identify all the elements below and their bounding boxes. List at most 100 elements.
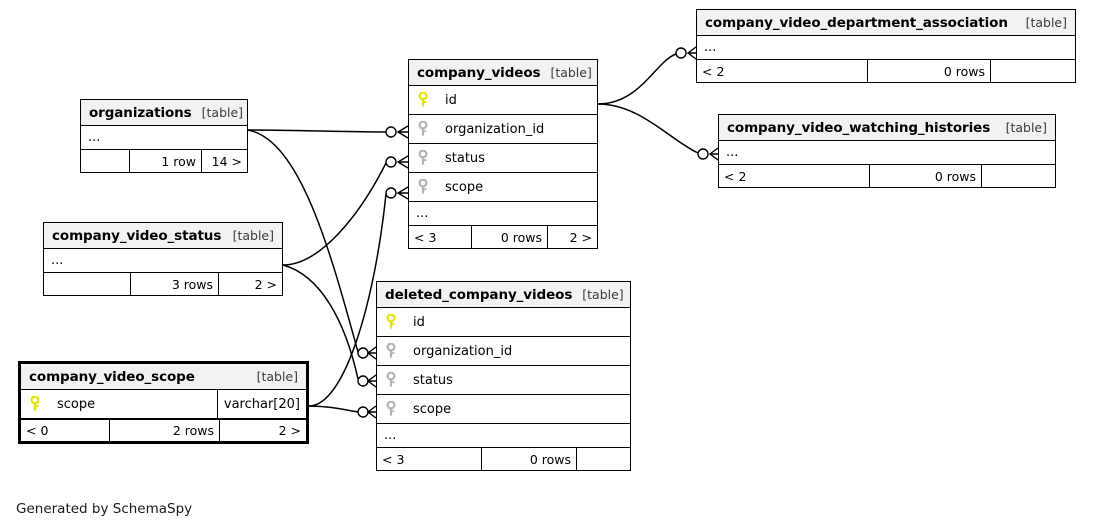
- primary-key-icon: [409, 92, 437, 108]
- table-ellipsis-row: ...: [377, 424, 630, 448]
- table-footer: < 3 0 rows: [377, 448, 630, 470]
- table-footer: 3 rows 2 >: [44, 273, 282, 295]
- table-title: deleted_company_videos: [385, 286, 573, 303]
- column-name: scope: [57, 396, 96, 412]
- column-row-id[interactable]: id: [377, 308, 630, 337]
- table-company_videos[interactable]: company_videos [table] id organization_i…: [408, 59, 598, 249]
- column-name: id: [413, 314, 425, 330]
- footer-parents: < 0: [26, 423, 49, 438]
- table-company_video_scope[interactable]: company_video_scope [table] scope varcha…: [18, 361, 309, 444]
- column-name: scope: [413, 401, 452, 417]
- edge-circle-cv-status: [385, 156, 397, 168]
- table-ellipsis-row: ...: [81, 126, 247, 150]
- edge-circle-watching-hist: [697, 148, 709, 160]
- table-title: company_videos: [417, 64, 541, 81]
- footer-rowcount: 3 rows: [130, 273, 218, 295]
- table-ellipsis-row: ...: [44, 249, 282, 273]
- table-company_video_watching_histories[interactable]: company_video_watching_histories [table]…: [718, 114, 1056, 188]
- table-ellipsis-row: ...: [697, 36, 1075, 60]
- footer-parents: [81, 150, 129, 172]
- table-header: deleted_company_videos [table]: [377, 282, 630, 308]
- footer-parents: < 2: [724, 168, 747, 184]
- footer-rowcount: 0 rows: [869, 165, 981, 187]
- table-title: company_video_status: [52, 227, 222, 244]
- foreign-key-icon: [409, 150, 437, 166]
- column-row-scope[interactable]: scope varchar[20]: [21, 390, 306, 419]
- column-name: status: [445, 150, 485, 166]
- footer-children: 14 >: [201, 150, 247, 172]
- table-ellipsis-row: ...: [409, 202, 597, 226]
- edge-organizations-company_videos: [247, 129, 387, 133]
- table-title: company_video_watching_histories: [727, 119, 991, 136]
- edge-scope-company_videos: [308, 193, 387, 407]
- column-row-organization_id[interactable]: organization_id: [409, 115, 597, 144]
- foreign-key-icon: [409, 121, 437, 137]
- foreign-key-icon: [409, 179, 437, 195]
- footer-rowcount: 0 rows: [867, 60, 990, 82]
- column-row-status[interactable]: status: [409, 144, 597, 173]
- column-row-scope[interactable]: scope: [409, 173, 597, 202]
- table-kind-label: [table]: [550, 65, 592, 80]
- table-header: company_video_department_association [ta…: [697, 10, 1075, 36]
- edge-circle-dcv-org: [357, 347, 369, 359]
- table-header: company_video_scope [table]: [21, 364, 306, 390]
- footer-rowcount: 0 rows: [481, 448, 576, 470]
- footer-parents: [44, 273, 130, 295]
- column-row-id[interactable]: id: [409, 86, 597, 115]
- footer-parents: < 3: [414, 229, 437, 245]
- table-kind-label: [table]: [582, 287, 624, 302]
- column-name: scope: [445, 179, 484, 195]
- table-kind-label: [table]: [256, 369, 298, 384]
- column-name: status: [413, 372, 453, 388]
- table-footer: < 3 0 rows 2 >: [409, 226, 597, 248]
- footer-children: [981, 165, 1055, 187]
- footer-parents: < 2: [702, 63, 725, 79]
- foreign-key-icon: [377, 401, 405, 417]
- table-company_video_department_association[interactable]: company_video_department_association [ta…: [696, 9, 1076, 83]
- table-footer: 1 row 14 >: [81, 150, 247, 172]
- table-title: organizations: [89, 104, 192, 121]
- edge-company_videos-department_association: [597, 53, 677, 105]
- column-type: varchar[20]: [216, 390, 306, 418]
- primary-key-icon: [21, 396, 49, 412]
- footer-children: [990, 60, 1075, 82]
- table-footer: < 0 2 rows 2 >: [21, 419, 306, 441]
- footer-children: 2 >: [219, 420, 306, 441]
- footer-children: [576, 448, 630, 470]
- table-header: organizations [table]: [81, 100, 247, 126]
- column-row-organization_id[interactable]: organization_id: [377, 337, 630, 366]
- table-header: company_video_watching_histories [table]: [719, 115, 1055, 141]
- footer-parents: < 3: [382, 451, 405, 467]
- column-row-scope[interactable]: scope: [377, 395, 630, 424]
- table-ellipsis-row: ...: [719, 141, 1055, 165]
- column-name: organization_id: [445, 121, 545, 137]
- foreign-key-icon: [377, 343, 405, 359]
- column-row-status[interactable]: status: [377, 366, 630, 395]
- column-name: id: [445, 92, 457, 108]
- table-organizations[interactable]: organizations [table] ... 1 row 14 >: [80, 99, 248, 173]
- edge-circle-cv-org: [385, 126, 397, 138]
- table-header: company_videos [table]: [409, 60, 597, 86]
- table-deleted_company_videos[interactable]: deleted_company_videos [table] id organi…: [376, 281, 631, 471]
- table-title: company_video_department_association: [705, 14, 1008, 31]
- table-kind-label: [table]: [1005, 120, 1047, 135]
- table-footer: < 2 0 rows: [697, 60, 1075, 82]
- edge-circle-dcv-scope: [357, 406, 369, 418]
- footer-children: 2 >: [218, 273, 282, 295]
- table-company_video_status[interactable]: company_video_status [table] ... 3 rows …: [43, 222, 283, 296]
- edge-company_videos-watching_histories: [597, 103, 699, 154]
- table-kind-label: [table]: [1025, 15, 1067, 30]
- edge-scope-deleted_company_videos: [308, 405, 359, 413]
- edge-circle-dcv-status: [357, 375, 369, 387]
- table-header: company_video_status [table]: [44, 223, 282, 249]
- footer-children: 2 >: [547, 226, 597, 248]
- edge-circle-cv-scope: [385, 187, 397, 199]
- table-kind-label: [table]: [232, 228, 274, 243]
- edge-status-company_videos: [282, 162, 387, 266]
- table-title: company_video_scope: [29, 368, 195, 385]
- foreign-key-icon: [377, 372, 405, 388]
- column-name: organization_id: [413, 343, 513, 359]
- table-kind-label: [table]: [201, 105, 244, 120]
- footer-rowcount: 1 row: [129, 150, 201, 172]
